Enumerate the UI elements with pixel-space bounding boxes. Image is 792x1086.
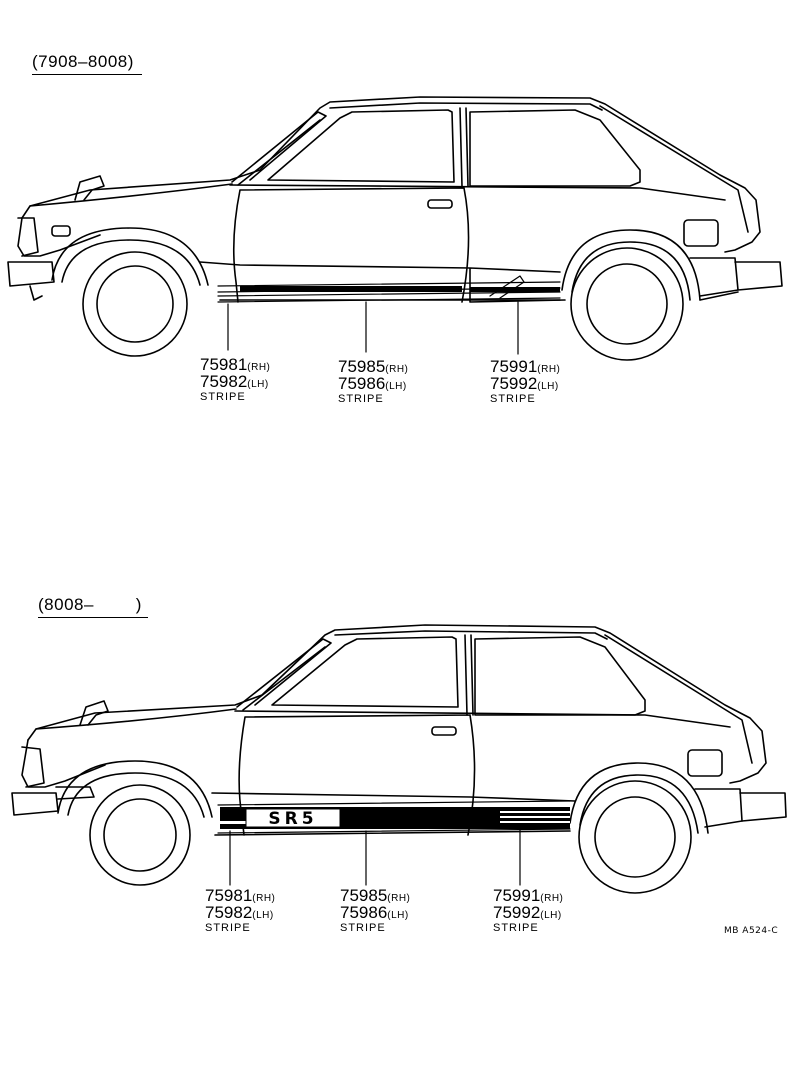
model-year-range-label: (8008– ) [38,595,148,618]
callout-rear-stripe: 75991(RH) 75992(LH) STRIPE [490,357,561,405]
callout-rear-stripe: 75991(RH) 75992(LH) STRIPE [493,886,564,934]
car-body-outline [21,96,761,253]
callout-center-stripe: 75985(RH) 75986(LH) STRIPE [338,357,409,405]
stripe-badge-text: SR5 [268,809,317,829]
callout-front-stripe: 75981(RH) 75982(LH) STRIPE [200,355,271,403]
car-side-view-diagram: SR5 [11,624,787,894]
car-side-view-diagram [7,96,783,361]
callout-front-stripe: 75981(RH) 75982(LH) STRIPE [205,886,276,934]
panel-8008-on: (8008– ) [0,535,792,1075]
figure-code: MB A524-C [724,926,779,936]
side-stripe [217,800,571,834]
callout-center-stripe: 75985(RH) 75986(LH) STRIPE [340,886,411,934]
panel-7908-8008: (7908–8008) [0,0,792,540]
model-year-range-label: (7908–8008) [32,52,142,75]
car-body-outline [27,624,767,784]
